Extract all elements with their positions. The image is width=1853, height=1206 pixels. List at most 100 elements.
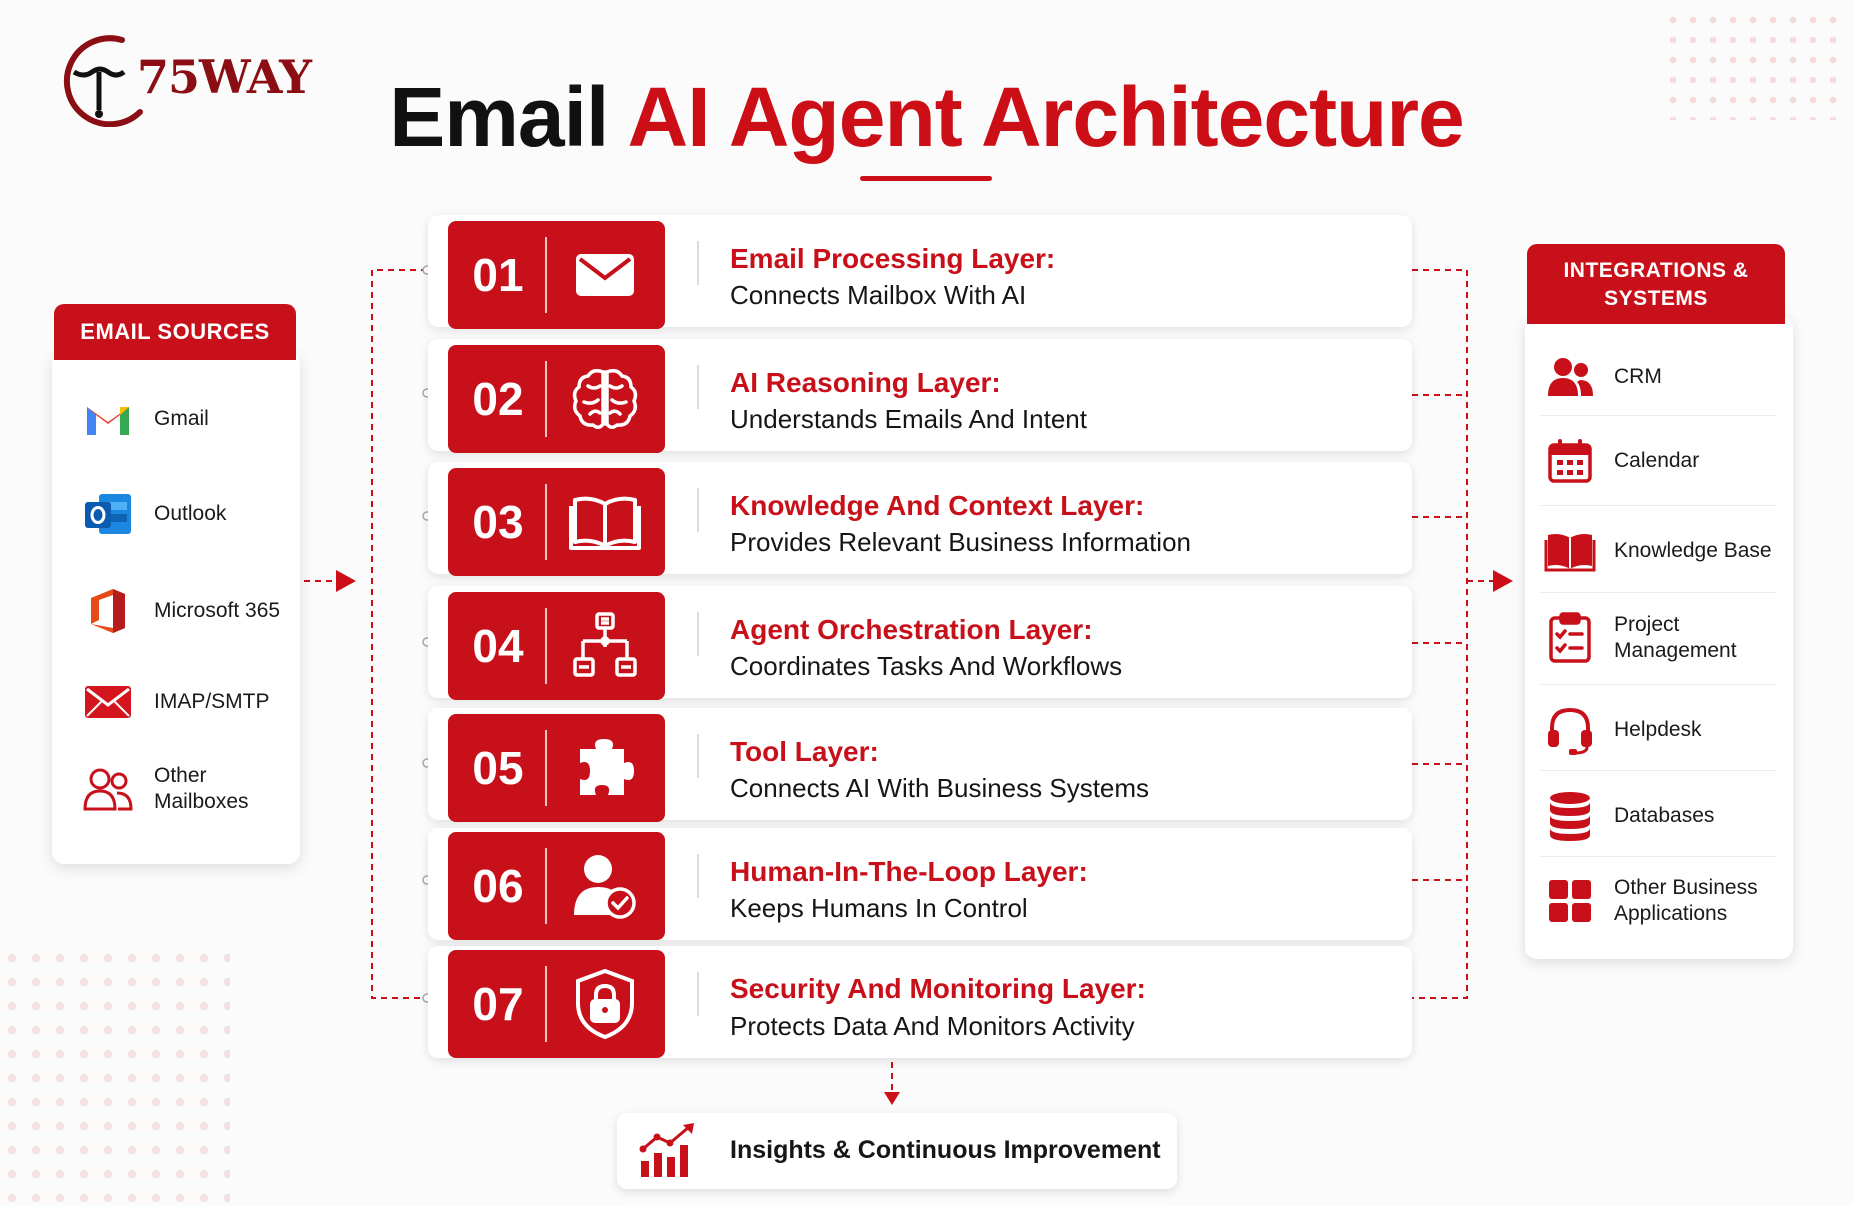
source-label-line-1: Other	[154, 764, 207, 787]
calendar-icon	[1540, 438, 1600, 484]
layer-separator	[697, 488, 699, 532]
layer-number: 05	[472, 742, 524, 794]
open-book-icon	[560, 482, 650, 562]
layer-badge-06: 06	[448, 832, 665, 940]
envelope-icon	[560, 235, 650, 315]
integration-item-crm[interactable]: CRM	[1540, 356, 1776, 398]
badge-divider	[545, 237, 547, 313]
source-label: Gmail	[154, 407, 209, 430]
brain-icon	[560, 359, 650, 439]
integrations-heading-line-2: SYSTEMS	[1604, 287, 1708, 310]
decorative-dots-bottom-left	[0, 946, 230, 1206]
envelope-icon	[80, 677, 136, 727]
source-label: Microsoft 365	[154, 599, 281, 622]
layer-separator	[697, 241, 699, 285]
layer-description: Protects Data And Monitors Activity	[730, 1011, 1135, 1041]
layer-separator	[697, 365, 699, 409]
layer-description: Provides Relevant Business Information	[730, 527, 1192, 557]
gmail-icon	[80, 394, 136, 444]
title-underline	[860, 176, 992, 181]
layer-badge-07: 07	[448, 950, 665, 1058]
layer-number: 04	[472, 620, 524, 672]
badge-divider	[545, 848, 547, 924]
integration-divider	[1540, 770, 1776, 771]
source-label: Other Mailboxes	[154, 763, 249, 815]
source-label-line-2: Mailboxes	[154, 790, 249, 813]
badge-divider	[545, 608, 547, 684]
growth-chart-icon	[637, 1121, 699, 1184]
insights-label: Insights & Continuous Improvement	[730, 1136, 1161, 1164]
integration-divider	[1540, 505, 1776, 506]
source-item-imap-smtp[interactable]: IMAP/SMTP	[80, 677, 270, 727]
integration-label: Databases	[1614, 804, 1715, 827]
badge-divider	[545, 361, 547, 437]
integrations-heading: INTEGRATIONS & SYSTEMS	[1527, 244, 1785, 324]
layer-number: 01	[472, 249, 524, 301]
integration-item-knowledge-base[interactable]: Knowledge Base	[1540, 530, 1776, 572]
integration-label: Calendar	[1614, 449, 1700, 472]
integration-item-other-business-applications[interactable]: Other Business Applications	[1540, 875, 1776, 927]
badge-divider	[545, 730, 547, 806]
layer-number: 06	[472, 860, 524, 912]
layer-separator	[697, 734, 699, 778]
app-grid-icon	[1540, 878, 1600, 924]
source-item-microsoft-365[interactable]: Microsoft 365	[80, 586, 280, 636]
users-icon	[80, 764, 136, 814]
headset-icon	[1540, 705, 1600, 755]
layer-title: Knowledge And Context Layer:	[730, 490, 1145, 521]
source-item-other-mailboxes[interactable]: Other Mailboxes	[80, 763, 249, 815]
puzzle-icon	[560, 728, 650, 808]
book-icon	[1540, 530, 1600, 572]
company-logo: 75WAY	[52, 32, 317, 128]
layer-description: Coordinates Tasks And Workflows	[730, 651, 1123, 681]
layer-badge-03: 03	[448, 468, 665, 576]
decorative-dots-top-right	[1663, 10, 1843, 120]
layer-title: Security And Monitoring Layer:	[730, 973, 1146, 1004]
layer-description: Understands Emails And Intent	[730, 404, 1087, 434]
integration-item-databases[interactable]: Databases	[1540, 790, 1776, 842]
shield-lock-icon	[560, 964, 650, 1044]
integration-label: CRM	[1614, 365, 1662, 388]
layer-separator	[697, 854, 699, 898]
integration-item-calendar[interactable]: Calendar	[1540, 438, 1776, 484]
page-title: Email AI Agent Architecture	[0, 62, 1853, 172]
layer-title: Email Processing Layer:	[730, 243, 1056, 274]
integration-item-helpdesk[interactable]: Helpdesk	[1540, 705, 1776, 755]
email-sources-heading: EMAIL SOURCES	[54, 304, 296, 360]
source-label: IMAP/SMTP	[154, 690, 270, 713]
user-check-icon	[560, 846, 650, 926]
database-icon	[1540, 790, 1600, 842]
layer-title: AI Reasoning Layer:	[730, 367, 1001, 398]
layer-title: Agent Orchestration Layer:	[730, 614, 1093, 645]
badge-divider	[545, 484, 547, 560]
integration-item-project-management[interactable]: Project Management	[1540, 612, 1776, 664]
clipboard-checklist-icon	[1540, 612, 1600, 664]
layer-description: Connects AI With Business Systems	[730, 773, 1150, 803]
integration-divider	[1540, 856, 1776, 857]
integration-label-line-1: Project	[1614, 613, 1680, 636]
insights-card[interactable]: Insights & Continuous Improvement	[617, 1113, 1177, 1189]
logo-text: 75WAY	[137, 50, 312, 104]
source-item-gmail[interactable]: Gmail	[80, 394, 209, 444]
layer-badge-05: 05	[448, 714, 665, 822]
layer-number: 03	[472, 496, 524, 548]
layer-title: Tool Layer:	[730, 736, 879, 767]
layer-description: Connects Mailbox With AI	[730, 280, 1027, 310]
integration-divider	[1540, 415, 1776, 416]
source-item-outlook[interactable]: Outlook	[80, 489, 226, 539]
integration-label-line-2: Management	[1614, 639, 1737, 662]
source-label: Outlook	[154, 502, 227, 525]
logo-mark-icon	[63, 35, 143, 128]
integration-divider	[1540, 684, 1776, 685]
integration-label-line-2: Applications	[1614, 902, 1728, 925]
title-part-2: AI Agent Architecture	[627, 70, 1465, 164]
layer-number: 07	[472, 978, 524, 1030]
integration-label: Other Business Applications	[1614, 875, 1758, 927]
integration-label: Knowledge Base	[1614, 539, 1772, 562]
hierarchy-icon	[560, 606, 650, 686]
integrations-panel	[1525, 316, 1793, 959]
layer-number: 02	[472, 373, 524, 425]
outlook-icon	[80, 489, 136, 539]
integration-label: Project Management	[1614, 612, 1737, 664]
